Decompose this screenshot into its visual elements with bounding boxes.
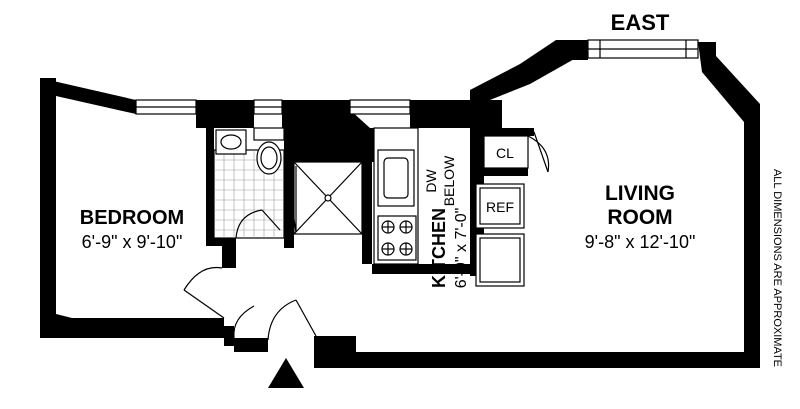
shower	[287, 161, 363, 235]
stove-icon	[377, 215, 417, 261]
kitchen-sink-icon	[377, 149, 415, 207]
kitchen-fixtures	[373, 127, 419, 265]
bedroom-door	[183, 266, 225, 319]
entry-door	[233, 299, 317, 341]
window-kitchen	[349, 99, 411, 115]
kitchen-dimensions: 6'-9" x 7'-0"	[453, 208, 470, 289]
refrigerator-label: REF	[486, 199, 514, 215]
entrance-arrow-icon	[268, 358, 304, 388]
dishwasher-label-line2: BELOW	[441, 155, 457, 206]
bedroom-dimensions: 6'-9" x 9'-10"	[82, 232, 183, 252]
windows	[135, 39, 699, 115]
disclaimer-label: ALL DIMENSIONS ARE APPROXIMATE	[771, 169, 783, 367]
counter-living	[475, 233, 525, 287]
toilet-icon	[253, 127, 285, 175]
refrigerator	[475, 183, 525, 229]
walls	[40, 40, 760, 368]
sink-icon	[215, 129, 247, 155]
closet-label: CL	[496, 145, 514, 161]
kitchen-name: KITCHEN	[429, 208, 449, 288]
living-room-dimensions: 9'-8" x 12'-10"	[585, 232, 696, 252]
window-bath	[253, 99, 283, 115]
living-room-name-line2: ROOM	[607, 206, 672, 229]
bedroom-name: BEDROOM	[80, 207, 184, 229]
window-east	[587, 39, 699, 59]
compass-label: EAST	[611, 10, 670, 35]
closet	[483, 131, 550, 173]
window-bedroom	[135, 99, 197, 115]
bathroom	[213, 127, 285, 239]
dishwasher-label-line1: DW	[423, 169, 439, 193]
bathroom-door	[235, 209, 281, 239]
living-room-name-line1: LIVING	[605, 182, 675, 205]
